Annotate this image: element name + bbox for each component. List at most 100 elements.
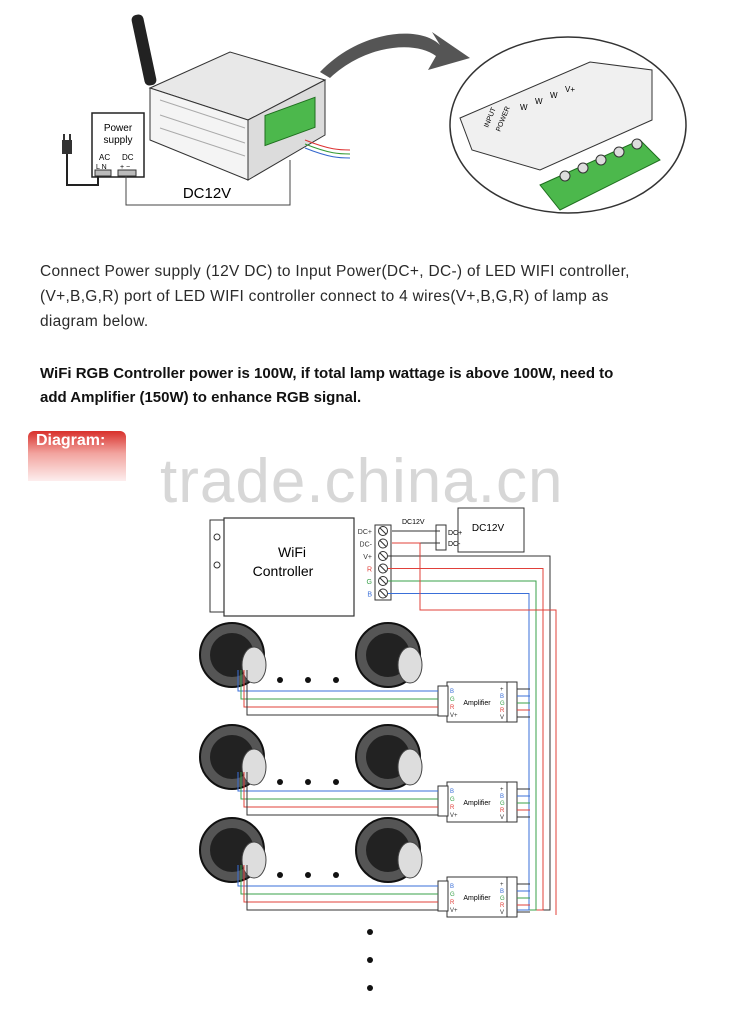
terminal-slot — [379, 552, 387, 560]
lamp-housing — [241, 646, 267, 684]
lamp-wire — [243, 772, 438, 808]
amplifier-label: Amplifier — [463, 800, 491, 807]
spotlight-lamp — [199, 817, 267, 883]
amp-in-label: G — [450, 892, 455, 898]
ellipsis-dot — [305, 872, 311, 878]
spotlight-lamp — [355, 724, 423, 790]
amplifier-out-block — [506, 781, 518, 823]
wiring-diagram: WiFi Controller DC+DC-V+RGB DC12V DC+ DC… — [199, 507, 557, 991]
terminal-label-b: B — [367, 592, 372, 599]
wifi-controller-device — [131, 14, 351, 181]
amplifier-label: Amplifier — [463, 895, 491, 902]
lamp-housing — [397, 841, 423, 879]
zoom-w2: W — [535, 97, 543, 106]
controller-label-2: Controller — [253, 563, 314, 579]
amp-in-label: G — [450, 797, 455, 803]
amplifier-out-block — [506, 681, 518, 723]
diagram-badge: Diagram: — [28, 431, 126, 481]
amp-out-label: G — [500, 701, 505, 707]
psu-label: DC12V — [472, 523, 505, 534]
amp-in-label: R — [450, 900, 455, 906]
ellipsis-dot — [305, 779, 311, 785]
terminal-label-dcplus: DC+ — [358, 529, 372, 536]
lamp-wire — [246, 865, 438, 911]
lamp-wire — [237, 865, 438, 887]
amp-out-label: + — [500, 687, 504, 693]
zoom-vplus: V+ — [565, 85, 575, 94]
amp-in-label: R — [450, 705, 455, 711]
amp-in-label: V+ — [450, 713, 458, 719]
ellipsis-dot — [333, 677, 339, 683]
amp-in-label: R — [450, 805, 455, 811]
ellipsis-dot — [277, 779, 283, 785]
warning-line-1: WiFi RGB Controller power is 100W, if to… — [40, 365, 614, 382]
watermark: trade.china.cn — [160, 447, 564, 516]
amp-out-label: V — [500, 815, 504, 821]
lamp-rows: AmplifierBGRV++BGRVAmplifierBGRV++BGRVAm… — [199, 622, 530, 918]
zoom-detail: INPUT POWER W W W V+ — [449, 36, 687, 214]
ellipsis-dot — [277, 677, 283, 683]
amp-out-label: B — [500, 889, 504, 895]
amp-in-label: B — [450, 884, 454, 890]
power-supply-box: Power supply AC DC L N + − — [91, 112, 145, 178]
psu-wire-label: DC12V — [402, 519, 425, 526]
continuation-dots — [367, 929, 373, 991]
terminal-slot — [379, 540, 387, 547]
lamp-housing — [241, 841, 267, 879]
psu-dcminus: DC- — [448, 541, 461, 548]
amp-out-label: R — [500, 903, 505, 909]
spotlight-lamp — [355, 622, 423, 688]
ln-label: L N — [96, 164, 107, 171]
lamp-wire — [240, 670, 438, 700]
amp-out-label: V — [500, 715, 504, 721]
zoom-w3: W — [550, 91, 558, 100]
amplifier-in-block — [437, 685, 449, 717]
instructions-paragraph: Connect Power supply (12V DC) to Input P… — [40, 259, 730, 334]
lamp-wire — [246, 772, 438, 816]
warning-paragraph: WiFi RGB Controller power is 100W, if to… — [40, 362, 730, 410]
spotlight-lamp — [355, 817, 423, 883]
amp-out-label: R — [500, 708, 505, 714]
diagram-badge-label: Diagram: — [36, 432, 106, 449]
amplifier-in-block — [437, 785, 449, 817]
lamp-wire — [240, 865, 438, 895]
top-illustration: Power supply AC DC L N + − DC12V INPUT — [62, 14, 687, 214]
amp-out-label: + — [500, 787, 504, 793]
terminal-label-dcminus: DC- — [360, 542, 373, 549]
lamp-housing — [397, 646, 423, 684]
controller-terminals: DC+DC-V+RGB — [358, 526, 388, 599]
instruction-line-1: Connect Power supply (12V DC) to Input P… — [40, 263, 630, 280]
antenna-icon — [131, 14, 157, 86]
terminal-slot — [379, 577, 387, 585]
plug-icon — [62, 134, 99, 186]
power-supply-label-2: supply — [104, 135, 133, 146]
amplifier-label: Amplifier — [463, 700, 491, 707]
amp-in-label: G — [450, 697, 455, 703]
terminal-label-g: G — [367, 579, 372, 586]
amp-out-label: G — [500, 801, 505, 807]
amp-in-label: B — [450, 789, 454, 795]
dc12v-label: DC12V — [183, 185, 231, 202]
amp-out-label: + — [500, 882, 504, 888]
amp-out-label: G — [500, 896, 505, 902]
ellipsis-dot — [305, 677, 311, 683]
terminal-slot — [379, 590, 387, 597]
arrow-icon — [320, 32, 470, 78]
terminal-slot — [379, 565, 387, 572]
bus-wire — [392, 542, 557, 915]
amplifier-in-block — [437, 880, 449, 912]
warning-line-2: add Amplifier (150W) to enhance RGB sign… — [40, 389, 362, 406]
amp-out-label: B — [500, 794, 504, 800]
lamp-wire — [237, 670, 438, 692]
lamp-wire — [243, 865, 438, 903]
amp-out-label: B — [500, 694, 504, 700]
amp-out-label: R — [500, 808, 505, 814]
spotlight-lamp — [199, 622, 267, 688]
terminal-label-vplus: V+ — [363, 554, 372, 561]
dc-label: DC — [122, 153, 134, 162]
plus-minus-label: + − — [120, 164, 130, 171]
amp-in-label: V+ — [450, 813, 458, 819]
power-supply-label-1: Power — [104, 123, 133, 134]
